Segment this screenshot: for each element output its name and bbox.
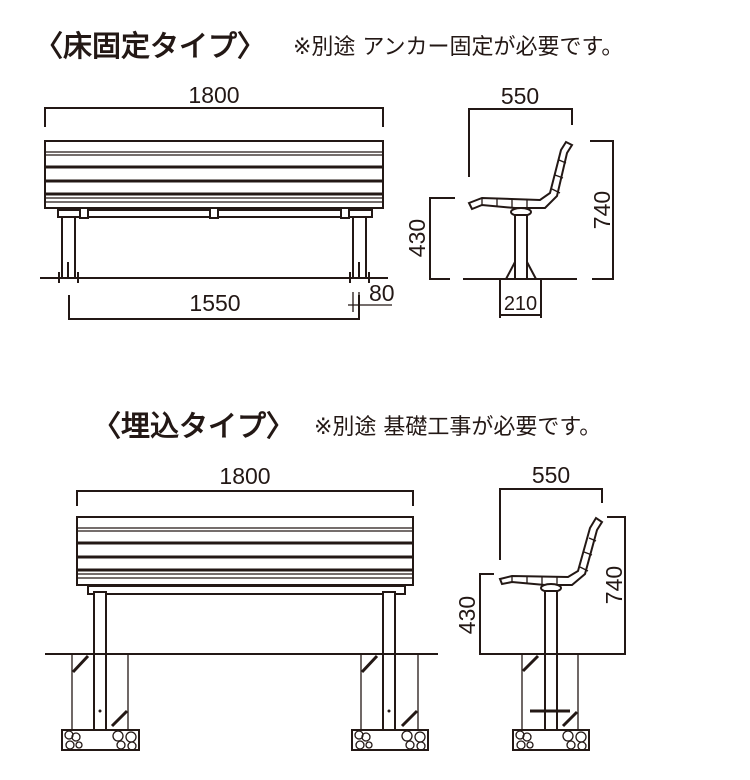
- height-dimension-line: [604, 516, 626, 655]
- floor-side-view: 550 740 430 210: [404, 83, 615, 318]
- bolt: [79, 207, 89, 219]
- depth-label: 550: [501, 83, 539, 109]
- gravel: [515, 730, 587, 751]
- width-dimension-label: 1800: [188, 82, 239, 108]
- slat-lines-heavy: [77, 541, 413, 572]
- base-width-label: 210: [504, 293, 537, 315]
- slat-lines: [45, 151, 383, 203]
- chair-slats: [481, 159, 567, 208]
- seat-rail: [87, 585, 406, 595]
- chair-profile: [467, 140, 574, 211]
- seat-height-dimension-line: [479, 573, 498, 655]
- gravel: [64, 730, 426, 751]
- width-dimension-line: [76, 490, 414, 506]
- leg-span-label: 1550: [189, 290, 240, 316]
- chair-profile: [498, 516, 604, 586]
- height-label: 740: [601, 566, 627, 604]
- seat-height-label: 430: [404, 219, 430, 257]
- floor-type-title: 〈床固定タイプ〉: [34, 29, 266, 63]
- leg-hole: [98, 709, 102, 713]
- floor-front-view: 1800 1550 80: [40, 82, 395, 320]
- slat-lines: [77, 527, 413, 579]
- seat-height-label: 430: [454, 596, 480, 634]
- left-leg: [93, 591, 107, 731]
- buried-front-view: 1800: [45, 463, 438, 751]
- concrete-footing: [512, 729, 590, 751]
- seat-height-dimension-line: [429, 197, 455, 280]
- height-label: 740: [589, 191, 615, 229]
- width-dimension-label: 1800: [219, 463, 270, 489]
- bench-backrest: [76, 516, 414, 586]
- bolt: [340, 207, 350, 219]
- base-width-dimension-line: [499, 280, 542, 318]
- pedestal: [544, 590, 558, 731]
- floor-type-note: ※別途 アンカー固定が必要です。: [293, 35, 623, 60]
- pedestal-base: [505, 261, 537, 280]
- anchor-plates: [58, 262, 370, 283]
- pedestal: [514, 214, 528, 280]
- hatch-marks: [71, 654, 419, 728]
- depth-dimension-line: [499, 488, 603, 560]
- concrete-footing: [61, 729, 140, 751]
- height-dimension-line: [590, 140, 614, 280]
- concrete-footing: [351, 729, 429, 751]
- buried-side-view: 550 740 430: [454, 462, 627, 751]
- leg-base-dimension-line: [348, 292, 392, 312]
- buried-type-title: 〈埋込タイプ〉: [92, 409, 295, 443]
- hatch-marks: [521, 654, 579, 728]
- bolt: [209, 207, 219, 219]
- leg-base-label: 80: [369, 280, 395, 306]
- depth-label: 550: [532, 462, 570, 488]
- right-leg: [382, 591, 396, 731]
- chair-slats: [511, 537, 597, 585]
- buried-type-note: ※別途 基礎工事が必要です。: [314, 415, 601, 440]
- slat-lines-heavy: [45, 165, 383, 196]
- leg-hole: [387, 709, 391, 713]
- foundation-pit: [71, 654, 419, 730]
- foundation-pit: [521, 654, 579, 730]
- floor-type-section: 〈床固定タイプ〉 ※別途 アンカー固定が必要です。 1800 1550 80: [34, 29, 623, 320]
- depth-dimension-line: [468, 108, 573, 177]
- buried-type-section: 〈埋込タイプ〉 ※別途 基礎工事が必要です。 1800: [45, 409, 627, 751]
- width-dimension-line: [44, 107, 384, 127]
